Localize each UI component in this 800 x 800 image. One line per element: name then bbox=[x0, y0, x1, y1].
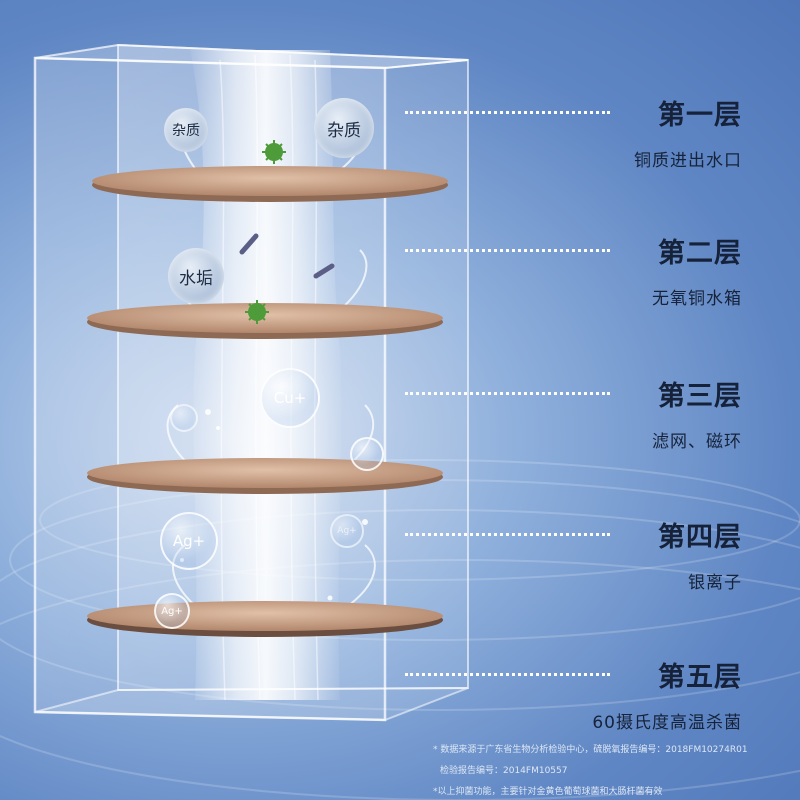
layer-title: 第二层 bbox=[658, 238, 742, 269]
filter-disc-3 bbox=[87, 458, 443, 494]
layer-title: 第三层 bbox=[658, 381, 742, 412]
filter-disc-1 bbox=[92, 166, 448, 202]
air-bubble bbox=[350, 437, 384, 471]
leader-line-5 bbox=[405, 673, 610, 676]
layer-title: 第五层 bbox=[658, 662, 742, 693]
layer-5-label: 第五层 60摄氏度高温杀菌 bbox=[592, 655, 742, 733]
layer-desc: 银离子 bbox=[688, 573, 742, 593]
silver-ion-bubble-large: Ag+ bbox=[160, 512, 218, 570]
layer-3-label: 第三层 滤网、磁环 bbox=[652, 374, 742, 452]
layer-title: 第四层 bbox=[658, 522, 742, 553]
leader-line-4 bbox=[405, 533, 610, 536]
scale-bubble: 水垢 bbox=[168, 248, 224, 304]
layer-1-label: 第一层 铜质进出水口 bbox=[634, 93, 742, 171]
silver-ion-label: Ag+ bbox=[172, 532, 206, 550]
layer-title: 第一层 bbox=[658, 100, 742, 131]
copper-ion-bubble: Cu+ bbox=[260, 368, 320, 428]
silver-ion-label: Ag+ bbox=[337, 526, 357, 536]
silver-ion-bubble-small: Ag+ bbox=[154, 593, 190, 629]
layer-desc: 铜质进出水口 bbox=[634, 151, 742, 171]
silver-ion-label: Ag+ bbox=[161, 605, 183, 617]
leader-line-2 bbox=[405, 249, 610, 252]
layer-4-label: 第四层 银离子 bbox=[658, 515, 742, 593]
layer-2-label: 第二层 无氧铜水箱 bbox=[652, 231, 742, 309]
impurity-label: 杂质 bbox=[172, 123, 200, 139]
layer-desc: 滤网、磁环 bbox=[652, 432, 742, 452]
leader-line-1 bbox=[405, 111, 610, 114]
silver-ion-bubble-right: Ag+ bbox=[330, 514, 364, 548]
footnote-report: 检验报告编号：2014FM10557 bbox=[440, 766, 568, 776]
footnote-disclaimer: *以上抑菌功能，主要针对金黄色葡萄球菌和大肠杆菌有效 bbox=[433, 787, 663, 797]
layer-desc: 60摄氏度高温杀菌 bbox=[592, 713, 742, 733]
impurity-bubble-large: 杂质 bbox=[314, 98, 374, 158]
scale-label: 水垢 bbox=[179, 268, 213, 289]
impurity-bubble-small: 杂质 bbox=[164, 108, 208, 152]
impurity-label: 杂质 bbox=[327, 120, 361, 141]
footnote-source: * 数据来源于广东省生物分析检验中心，硫脱氧报告编号：2018FM10274R0… bbox=[433, 745, 748, 755]
copper-ion-label: Cu+ bbox=[273, 389, 307, 407]
leader-line-3 bbox=[405, 392, 610, 395]
layer-desc: 无氧铜水箱 bbox=[652, 289, 742, 309]
filter-disc-4 bbox=[87, 601, 443, 637]
filter-disc-2 bbox=[87, 303, 443, 339]
air-bubble bbox=[170, 404, 198, 432]
